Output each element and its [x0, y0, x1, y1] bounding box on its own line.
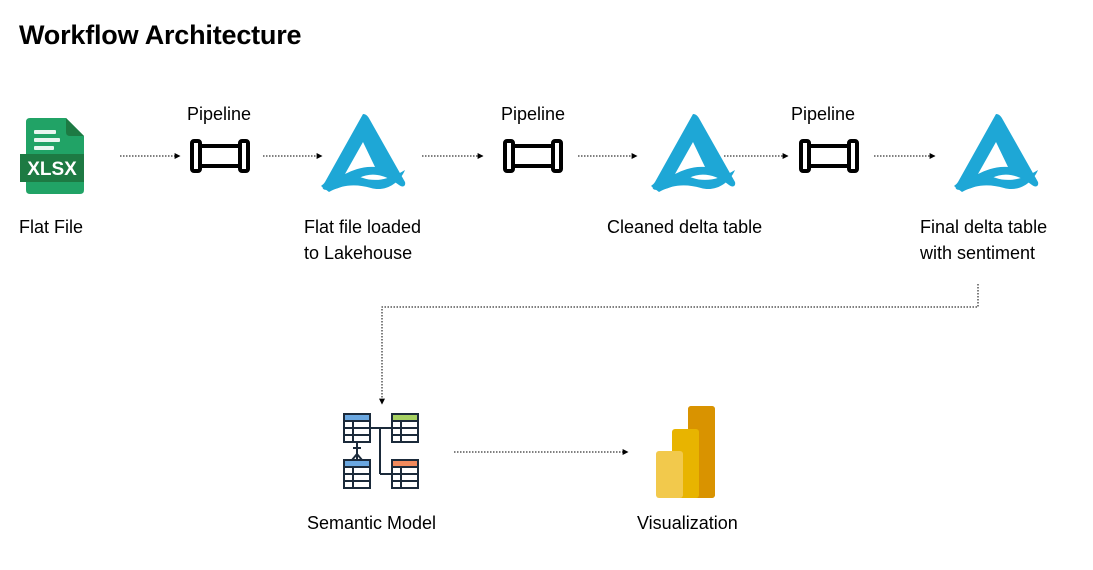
lakehouse-label-line2: to Lakehouse: [304, 243, 413, 263]
visualization-label: Visualization: [637, 513, 738, 533]
pipeline-icon: [798, 138, 860, 174]
xlsx-file-icon: XLSX: [20, 118, 84, 194]
semantic-model-icon: [342, 412, 422, 492]
pipeline-icon: [189, 138, 251, 174]
pipeline-3-label: Pipeline: [790, 104, 856, 124]
cleaned-table-label: Cleaned delta table: [607, 217, 763, 237]
power-bi-icon: [655, 404, 717, 498]
pipeline-2-label: Pipeline: [500, 104, 566, 124]
arrow-final-to-semantic-model: [379, 284, 979, 405]
semantic-model-label: Semantic Model: [307, 513, 437, 533]
final-table-label-line2: with sentiment: [920, 243, 1036, 263]
xlsx-label: XLSX: [27, 159, 77, 180]
flat-file-label: Flat File: [19, 217, 84, 237]
lakehouse-label-line1: Flat file loaded: [304, 217, 422, 237]
final-table-label-line1: Final delta table: [920, 217, 1048, 237]
pipeline-1-label: Pipeline: [186, 104, 252, 124]
page-title: Workflow Architecture: [19, 20, 302, 50]
fabric-lakehouse-icon: [319, 112, 407, 192]
pipeline-icon: [502, 138, 564, 174]
fabric-lakehouse-icon: [649, 112, 737, 192]
fabric-lakehouse-icon: [952, 112, 1040, 192]
